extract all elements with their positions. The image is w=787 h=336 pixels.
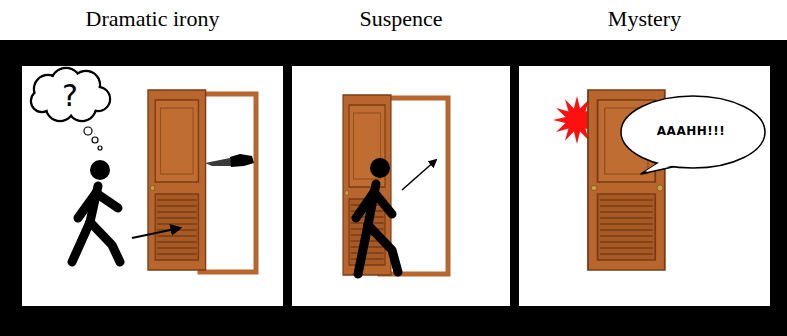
- bubble-content: ?: [28, 67, 112, 124]
- open-door: [148, 90, 206, 270]
- motion-arrow: [132, 228, 180, 238]
- frame-heading: Mystery: [499, 4, 787, 34]
- film-strip: [0, 40, 787, 336]
- speech-bubble: AAAHH!!!: [615, 94, 767, 176]
- film-frame: Dramatic irony?: [22, 66, 283, 306]
- doorway: [200, 94, 256, 272]
- film-frame: [22, 66, 283, 306]
- film-frame: Suspence: [292, 66, 510, 306]
- film-frame: [292, 66, 510, 306]
- bubble-content: AAAHH!!!: [615, 94, 767, 168]
- stick-figure: [356, 158, 398, 274]
- door-knob: [657, 185, 663, 191]
- frame-heading: Suspence: [272, 4, 530, 34]
- frame-heading: Dramatic irony: [2, 4, 303, 34]
- perforation-row: [0, 46, 787, 59]
- thought-text: ?: [62, 78, 78, 113]
- perforation-row: [0, 318, 787, 331]
- open-door: [343, 95, 391, 275]
- motion-arrow: [402, 160, 436, 190]
- stick-figure: [72, 160, 120, 262]
- film-frame: MysteryAAAHH!!!: [519, 66, 770, 306]
- film-frame: [519, 66, 770, 306]
- knife-hand: [205, 154, 254, 167]
- speech-text: AAAHH!!!: [657, 124, 725, 138]
- thought-bubble: ?: [28, 67, 112, 124]
- thought-trail: [84, 127, 102, 150]
